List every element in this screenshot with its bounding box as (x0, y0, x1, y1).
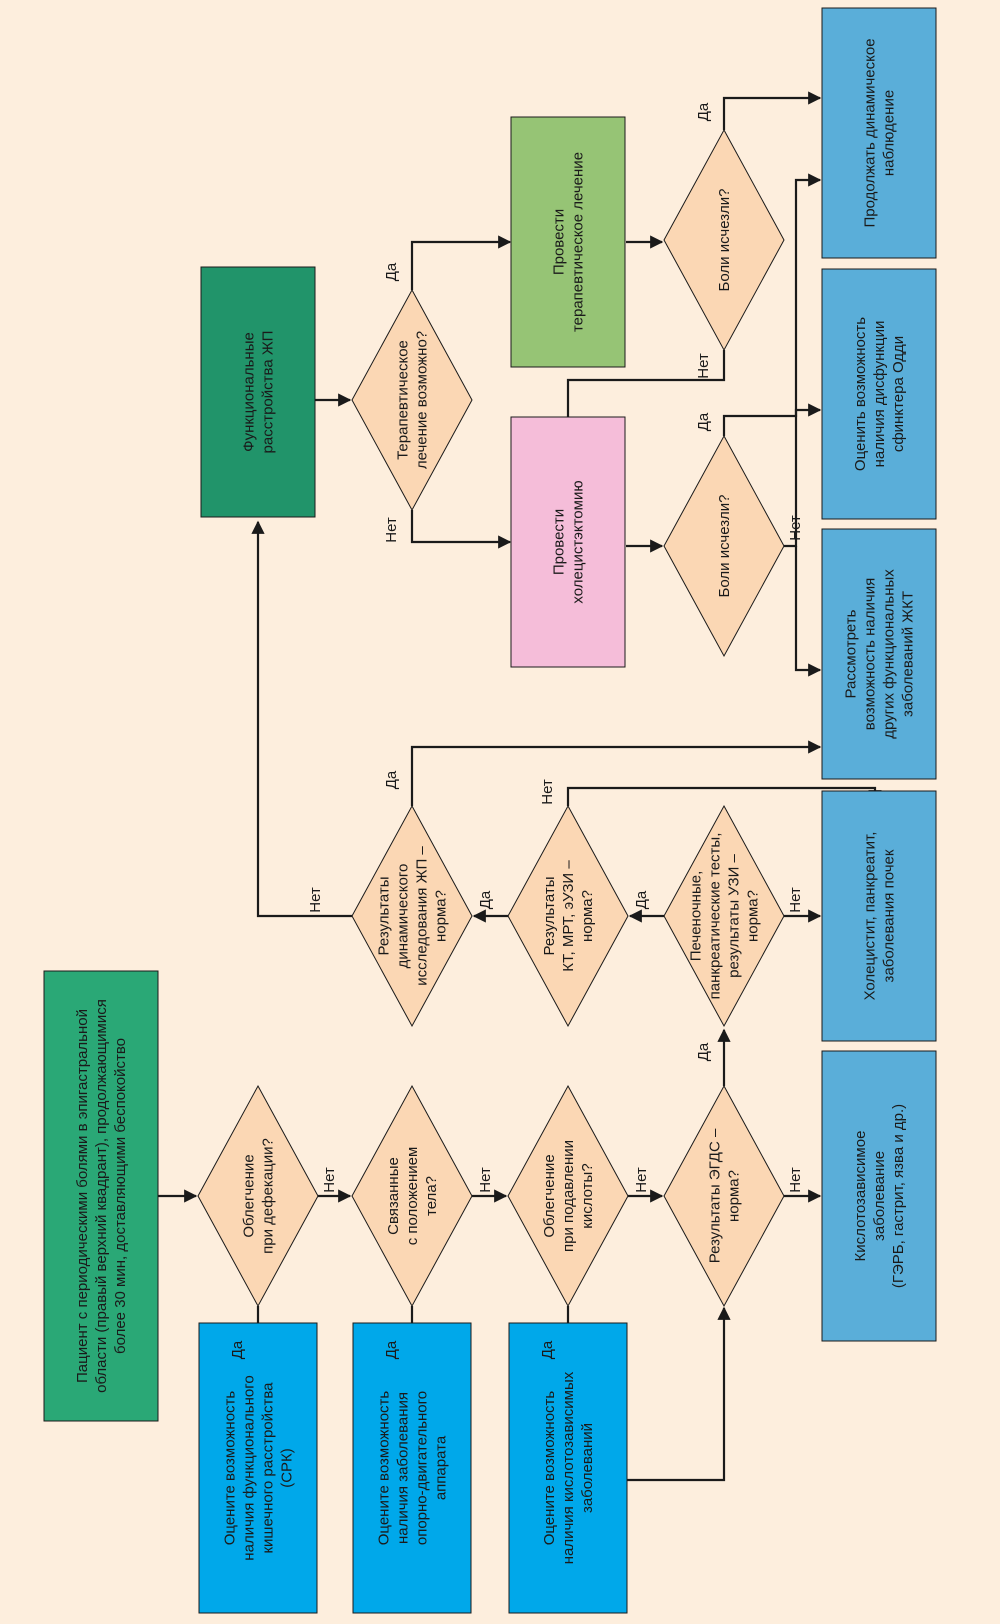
edge-label-position-yes: Да (383, 1340, 400, 1359)
q-pain2-node: Боли исчезли? (663, 434, 785, 658)
edge-label-ct-yes: Да (477, 890, 494, 909)
edge-therapy-no (410, 510, 512, 549)
q-defecation-diamond (197, 1084, 319, 1308)
edge-label-defecation-yes: Да (229, 1340, 246, 1359)
edge-label-therapy-no: Нет (383, 517, 400, 543)
r-functional-box (200, 266, 316, 518)
q-pain2-label: Боли исчезли? (716, 495, 733, 598)
q-egds-diamond (663, 1084, 785, 1308)
edge-label-egds-yes: Да (695, 1042, 712, 1061)
edge-label-gb-yes: Да (383, 770, 400, 789)
r-chole-label: Холецистит, панкреатит,заболевания почек (862, 832, 898, 1001)
start-box (43, 970, 159, 1422)
edge-label-acid-yes: Да (539, 1340, 556, 1359)
q-position-diamond (351, 1084, 473, 1308)
q-ct-diamond (507, 804, 629, 1028)
r-gi-box (821, 528, 937, 780)
edge-label-position-no: Нет (477, 1167, 494, 1193)
q-pain1-node: Боли исчезли? (663, 128, 785, 352)
edge-label-pain1-no: Нет (695, 353, 712, 379)
edge-label-egds-no: Нет (787, 1167, 804, 1193)
edge-acid-assess-to-egds (627, 1306, 731, 1482)
edge-pain1-yes (722, 91, 822, 130)
q-pain2-diamond (663, 434, 785, 658)
r-ibs-box (198, 1322, 318, 1614)
q-liver-diamond (663, 804, 785, 1028)
q-egds-label: Результаты ЭГДС –норма? (707, 1128, 743, 1263)
edge-label-ct-no: Нет (539, 779, 556, 805)
r-acid-assess-box (508, 1322, 628, 1614)
q-acid-diamond (507, 1084, 629, 1308)
q-liver-label: Печеночные,панкреатические тесты,результ… (688, 833, 762, 1000)
edge-gb-no (251, 520, 352, 918)
edge-label-pain2-no: Нет (787, 515, 804, 541)
edge-pain2-no-oddi (784, 403, 822, 548)
r-surgery-box (510, 416, 626, 668)
r-acid-disease-box (821, 1050, 937, 1342)
r-therapy-box (510, 116, 626, 368)
r-chole-node: Холецистит, панкреатит,заболевания почек (821, 790, 937, 1042)
edge-label-liver-no: Нет (787, 887, 804, 913)
edge-label-acid-no: Нет (633, 1167, 650, 1193)
r-oddi-box (821, 268, 937, 520)
q-egds-node: Результаты ЭГДС –норма? (663, 1084, 785, 1308)
start-node: Пациент с периодическими болями в эпигас… (43, 970, 159, 1422)
edge-label-gb-no: Нет (307, 887, 324, 913)
r-continue-box (821, 7, 937, 259)
edge-label-liver-yes: Да (633, 890, 650, 909)
r-chole-box (821, 790, 937, 1042)
r-muscle-box (352, 1322, 472, 1614)
edge-label-pain1-yes: Да (695, 102, 712, 121)
edge-label-therapy-yes: Да (383, 262, 400, 281)
edge-label-defecation-no: Нет (321, 1167, 338, 1193)
edge-therapy-yes (410, 235, 512, 290)
q-pain1-diamond (663, 128, 785, 352)
edge-pain2-no-gi (794, 546, 822, 677)
edge-gb-yes (410, 740, 822, 806)
q-liver-node: Печеночные,панкреатические тесты,результ… (663, 804, 785, 1028)
q-gb-diamond (351, 804, 473, 1028)
edge-label-pain2-yes: Да (695, 412, 712, 431)
q-pain1-label: Боли исчезли? (716, 189, 733, 292)
start-label: Пациент с периодическими болями в эпигас… (74, 999, 129, 1393)
q-therapy-diamond (351, 288, 473, 512)
